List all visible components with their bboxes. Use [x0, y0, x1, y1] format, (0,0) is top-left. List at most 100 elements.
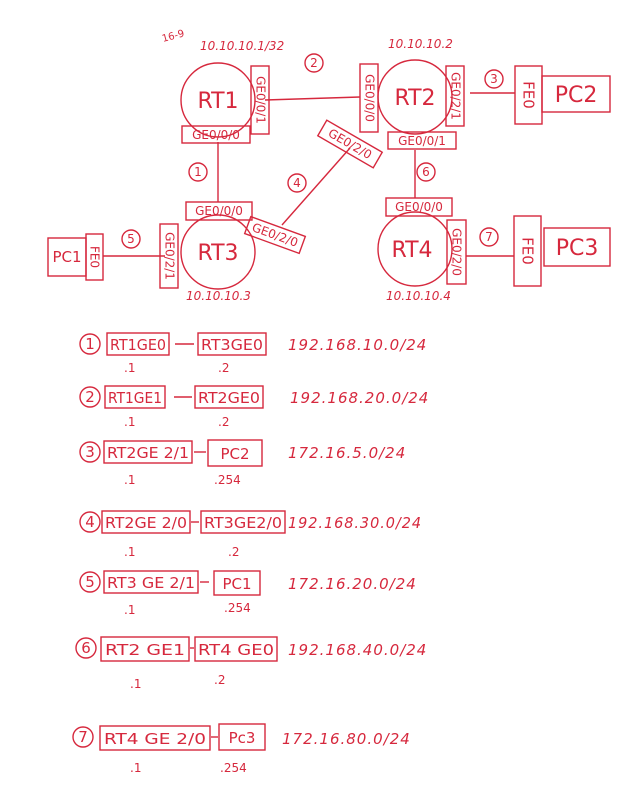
row-num: 5 [85, 573, 95, 591]
link-num-6-circle [416, 162, 436, 182]
rt3-ip: 10.10.10.3 [186, 289, 251, 303]
row-right-host: .2 [218, 415, 229, 429]
rt4-ip: 10.10.10.4 [386, 289, 451, 303]
rt2-label: RT2 [394, 86, 435, 111]
rt2-port-ge020 [316, 119, 384, 169]
row-num-circle [79, 441, 101, 463]
rt2-port-ge021-label: GE0/2/1 [449, 72, 463, 120]
row-left-host: .1 [124, 603, 135, 617]
rt4-port-ge020 [446, 219, 467, 285]
row-num: 3 [85, 443, 95, 461]
row-right-box [194, 636, 278, 662]
row-subnet: 192.168.10.0/24 [288, 336, 427, 354]
pc3-port-fe0-label: FE0 [519, 237, 537, 265]
link-num-4-circle [287, 173, 307, 193]
row-num-circle [75, 637, 97, 659]
pc2-port-fe0-label: FE0 [520, 81, 538, 109]
row-right-box [207, 439, 263, 467]
link-num-3-circle [484, 69, 504, 89]
address-row-6: 6 RT2 GE1 RT4 GE0 192.168.40.0/24 .1 .2 [75, 636, 427, 691]
pc1-port-fe0 [85, 233, 104, 281]
link-num-6: 6 [422, 165, 430, 179]
pc3-port-fe0 [513, 215, 542, 287]
router-rt3 [180, 214, 256, 290]
row-num-circle [79, 333, 101, 355]
rt4-port-ge000 [385, 197, 453, 217]
row-left-host: .1 [124, 415, 135, 429]
row-num: 1 [85, 335, 95, 353]
rt1-label: RT1 [197, 89, 238, 114]
row-left: RT3 GE 2/1 [107, 574, 195, 592]
rt3-port-ge021-label: GE0/2/1 [163, 232, 177, 280]
link-num-3: 3 [490, 72, 498, 86]
link-num-1-circle [188, 162, 208, 182]
row-right-host: .2 [228, 545, 239, 559]
pc2-label: PC2 [555, 83, 598, 108]
row-left-box [103, 440, 193, 464]
rt4-port-ge020-label: GE0/2/0 [450, 228, 464, 276]
row-right: Pc3 [229, 729, 256, 747]
row-subnet: 192.168.40.0/24 [288, 641, 427, 659]
link-num-7: 7 [485, 230, 493, 244]
rt2-port-ge001 [387, 131, 457, 150]
link-num-5: 5 [127, 232, 135, 246]
link-num-2-circle [304, 53, 324, 73]
row-right: RT4 GE0 [198, 641, 274, 659]
link-num-4: 4 [293, 176, 301, 190]
row-right-host: .254 [220, 761, 247, 775]
address-row-5: 5 RT3 GE 2/1 PC1 172.16.20.0/24 .1 .254 [79, 570, 417, 617]
row-num: 4 [85, 513, 95, 531]
row-right-box [197, 332, 267, 356]
row-left: RT4 GE 2/0 [104, 730, 206, 748]
row-subnet: 172.16.20.0/24 [288, 575, 417, 593]
row-left-host: .1 [124, 361, 135, 375]
address-row-1: 1 RT1GE0 RT3GE0 192.168.10.0/24 .1 .2 [79, 332, 427, 375]
row-left-host: .1 [130, 677, 141, 691]
row-left-box [103, 570, 199, 594]
rt1-port-ge000-label: GE0/0/0 [192, 128, 240, 142]
pc3-label: PC3 [556, 236, 599, 261]
rt1-port-ge001 [250, 65, 270, 135]
row-right: RT3GE2/0 [204, 514, 282, 532]
link-num-1: 1 [194, 165, 202, 179]
row-right-box [218, 723, 266, 751]
address-row-4: 4 RT2GE 2/0 RT3GE2/0 192.168.30.0/24 .1 … [79, 510, 422, 559]
row-left-box [106, 332, 170, 356]
row-subnet: 192.168.30.0/24 [288, 514, 422, 532]
row-num-circle [79, 571, 101, 593]
row-right: PC2 [220, 445, 249, 463]
row-num-circle [72, 726, 94, 748]
router-rt4 [377, 211, 453, 287]
rt3-port-ge020-label: GE0/2/0 [250, 220, 300, 250]
row-left-box [99, 725, 211, 751]
row-num: 6 [81, 639, 91, 657]
rt1-ip: 10.10.10.1/32 [200, 39, 284, 53]
row-left-host: .1 [124, 545, 135, 559]
row-num-circle [79, 386, 101, 408]
rt1-port-ge000 [181, 125, 251, 144]
rt2-port-ge001-label: GE0/0/1 [398, 134, 446, 148]
rt3-port-ge000-label: GE0/0/0 [195, 204, 243, 218]
row-left: RT2 GE1 [105, 641, 185, 659]
rt2-ip: 10.10.10.2 [388, 37, 453, 51]
row-left-host: .1 [130, 761, 141, 775]
row-num: 7 [78, 728, 88, 746]
row-right: RT3GE0 [201, 336, 263, 354]
pc1-label: PC1 [52, 248, 81, 266]
rt2-port-ge000 [359, 63, 379, 133]
link-num-2: 2 [310, 56, 318, 70]
address-row-2: 2 RT1GE1 RT2GE0 192.168.20.0/24 .1 .2 [79, 385, 428, 429]
row-left: RT2GE 2/1 [107, 444, 189, 462]
row-right-box [200, 510, 286, 534]
row-subnet: 172.16.5.0/24 [288, 444, 406, 462]
row-right-host: .254 [214, 473, 241, 487]
rt3-port-ge021 [159, 223, 179, 289]
row-left-box [104, 385, 166, 409]
pc3-box [543, 227, 611, 267]
address-row-7: 7 RT4 GE 2/0 Pc3 172.16.80.0/24 .1 .254 [72, 723, 410, 775]
rt1-note: 16-9 [161, 28, 186, 45]
pc1-port-fe0-label: FE0 [88, 246, 102, 268]
link-rt2-rt3 [281, 147, 351, 226]
rt3-port-ge000 [185, 201, 253, 221]
